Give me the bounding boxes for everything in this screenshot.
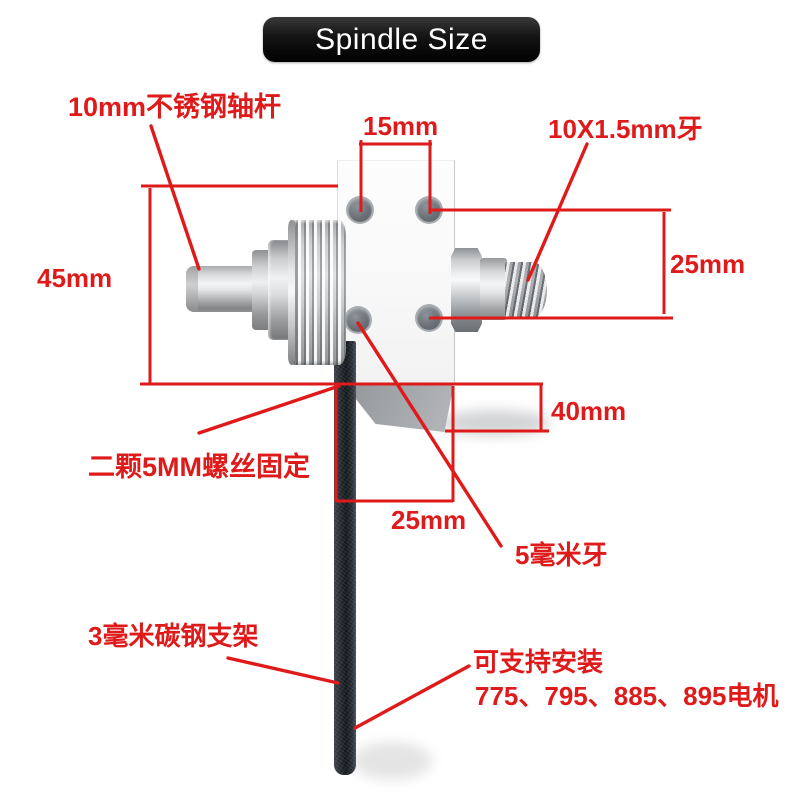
threaded-stud [505, 262, 547, 318]
hex-nut [451, 248, 482, 332]
shaft-step-ring [252, 250, 272, 330]
label-dim-15mm: 15mm [363, 111, 439, 141]
stud-collar [480, 258, 507, 320]
shaft-end-cap [186, 266, 198, 312]
screw-hole-top-right [417, 198, 441, 222]
label-motors-line1: 可支持安装 [473, 647, 604, 677]
bracket-shadow [352, 742, 432, 780]
label-5mm-thread: 5毫米牙 [515, 540, 608, 570]
leader-shaft [149, 124, 201, 271]
label-dim-40mm: 40mm [551, 396, 627, 426]
label-dim-25mm-bottom: 25mm [391, 505, 467, 535]
label-dim-25mm-right: 25mm [670, 249, 746, 279]
screw-hole-top-left [348, 198, 372, 222]
title-text: Spindle Size [315, 22, 488, 56]
screw-hole-bottom-left [346, 308, 370, 332]
label-motors-line2: 775、795、885、895电机 [475, 681, 779, 711]
leader-screws [197, 384, 341, 435]
timing-pulley [288, 220, 346, 365]
shaft [186, 266, 258, 312]
label-shaft-spec: 10mm不锈钢轴杆 [68, 92, 282, 122]
block-shadow [440, 410, 550, 436]
label-screw-fix: 二颗5MM螺丝固定 [88, 452, 310, 482]
bracket [334, 341, 356, 775]
block-underside [348, 383, 454, 432]
title-banner: Spindle Size [263, 17, 540, 62]
leader-thread-top [526, 142, 589, 282]
screw-hole-bottom-right [417, 306, 441, 330]
leader-bracket [226, 656, 340, 685]
label-dim-45mm: 45mm [37, 263, 113, 293]
leader-motors [353, 664, 471, 730]
label-thread-top: 10X1.5mm牙 [548, 114, 703, 144]
pulley-flange [288, 220, 295, 365]
label-bracket-spec: 3毫米碳钢支架 [88, 621, 259, 651]
